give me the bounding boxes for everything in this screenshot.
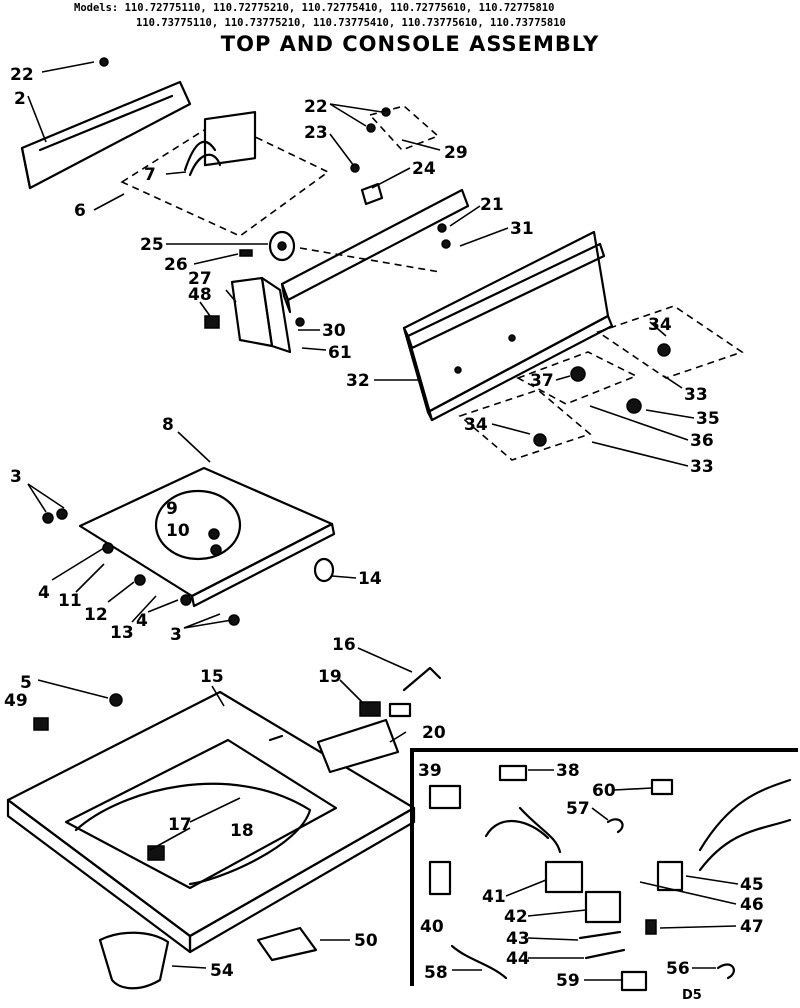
callout-36: 36 — [690, 431, 714, 451]
callout-59: 59 — [556, 971, 580, 991]
callout-14: 14 — [358, 569, 382, 589]
lid-switch-parts — [316, 666, 442, 774]
drawing-code: D5 — [682, 988, 702, 1003]
callout-34-a: 34 — [648, 315, 672, 335]
washer-lid — [42, 466, 336, 626]
callout-23: 23 — [304, 123, 328, 143]
console-housing — [402, 230, 744, 461]
callout-10: 10 — [166, 521, 190, 541]
switch-housing — [204, 276, 305, 354]
callout-4-b: 4 — [136, 611, 148, 631]
callout-labels: 22 2 22 23 29 7 24 6 21 31 25 26 27 48 3… — [4, 65, 764, 991]
callout-26: 26 — [164, 255, 188, 275]
leader-lines — [27, 61, 739, 981]
callout-27: 27 — [188, 269, 212, 289]
callout-32: 32 — [346, 371, 370, 391]
callout-5: 5 — [20, 673, 32, 693]
callout-58: 58 — [424, 963, 448, 983]
knob-parts — [239, 230, 296, 262]
callout-41: 41 — [482, 887, 506, 907]
callout-37: 37 — [530, 371, 554, 391]
callout-30: 30 — [322, 321, 346, 341]
callout-12: 12 — [84, 605, 108, 625]
callout-9: 9 — [166, 499, 178, 519]
callout-17: 17 — [168, 815, 192, 835]
callout-7: 7 — [144, 165, 156, 185]
bottom-small-parts — [98, 926, 318, 990]
callout-15: 15 — [200, 667, 224, 687]
callout-45: 45 — [740, 875, 764, 895]
upper-small-parts — [350, 105, 440, 206]
callout-50: 50 — [354, 931, 378, 951]
callout-2: 2 — [14, 89, 26, 109]
timer-assembly — [120, 111, 330, 237]
callout-4-a: 4 — [38, 583, 50, 603]
callout-57: 57 — [566, 799, 590, 819]
callout-40: 40 — [420, 917, 444, 937]
callout-20: 20 — [422, 723, 446, 743]
console-back-panel — [20, 57, 192, 190]
callout-39: 39 — [418, 761, 442, 781]
callout-61: 61 — [328, 343, 352, 363]
callout-29: 29 — [444, 143, 468, 163]
callout-43: 43 — [506, 929, 530, 949]
callout-49: 49 — [4, 691, 28, 711]
callout-16: 16 — [332, 635, 356, 655]
callout-48: 48 — [188, 285, 212, 305]
callout-47: 47 — [740, 917, 764, 937]
callout-44: 44 — [506, 949, 530, 969]
callout-22-b: 22 — [304, 97, 328, 117]
callout-3-a: 3 — [10, 467, 22, 487]
callout-38: 38 — [556, 761, 580, 781]
callout-42: 42 — [504, 907, 528, 927]
models-line-2: 110.73775110, 110.73775210, 110.73775410… — [136, 17, 566, 29]
callout-21: 21 — [480, 195, 504, 215]
callout-60: 60 — [592, 781, 616, 801]
callout-13: 13 — [110, 623, 134, 643]
callout-46: 46 — [740, 895, 764, 915]
callout-35: 35 — [696, 409, 720, 429]
callout-34-b: 34 — [464, 415, 488, 435]
callout-33-a: 33 — [684, 385, 708, 405]
callout-19: 19 — [318, 667, 342, 687]
models-line-1: Models: 110.72775110, 110.72775210, 110.… — [74, 2, 555, 14]
callout-6: 6 — [74, 201, 86, 221]
callout-54: 54 — [210, 961, 234, 981]
wiring-inset — [410, 748, 798, 992]
page-title: TOP AND CONSOLE ASSEMBLY — [220, 32, 600, 56]
callout-8: 8 — [162, 415, 174, 435]
callout-22-a: 22 — [10, 65, 34, 85]
control-bracket — [280, 188, 470, 314]
callout-11: 11 — [58, 591, 82, 611]
callout-56: 56 — [666, 959, 690, 979]
callout-31: 31 — [510, 219, 534, 239]
callout-33-b: 33 — [690, 457, 714, 477]
callout-18: 18 — [230, 821, 254, 841]
callout-24: 24 — [412, 159, 436, 179]
callout-25: 25 — [140, 235, 164, 255]
callout-3-b: 3 — [170, 625, 182, 645]
